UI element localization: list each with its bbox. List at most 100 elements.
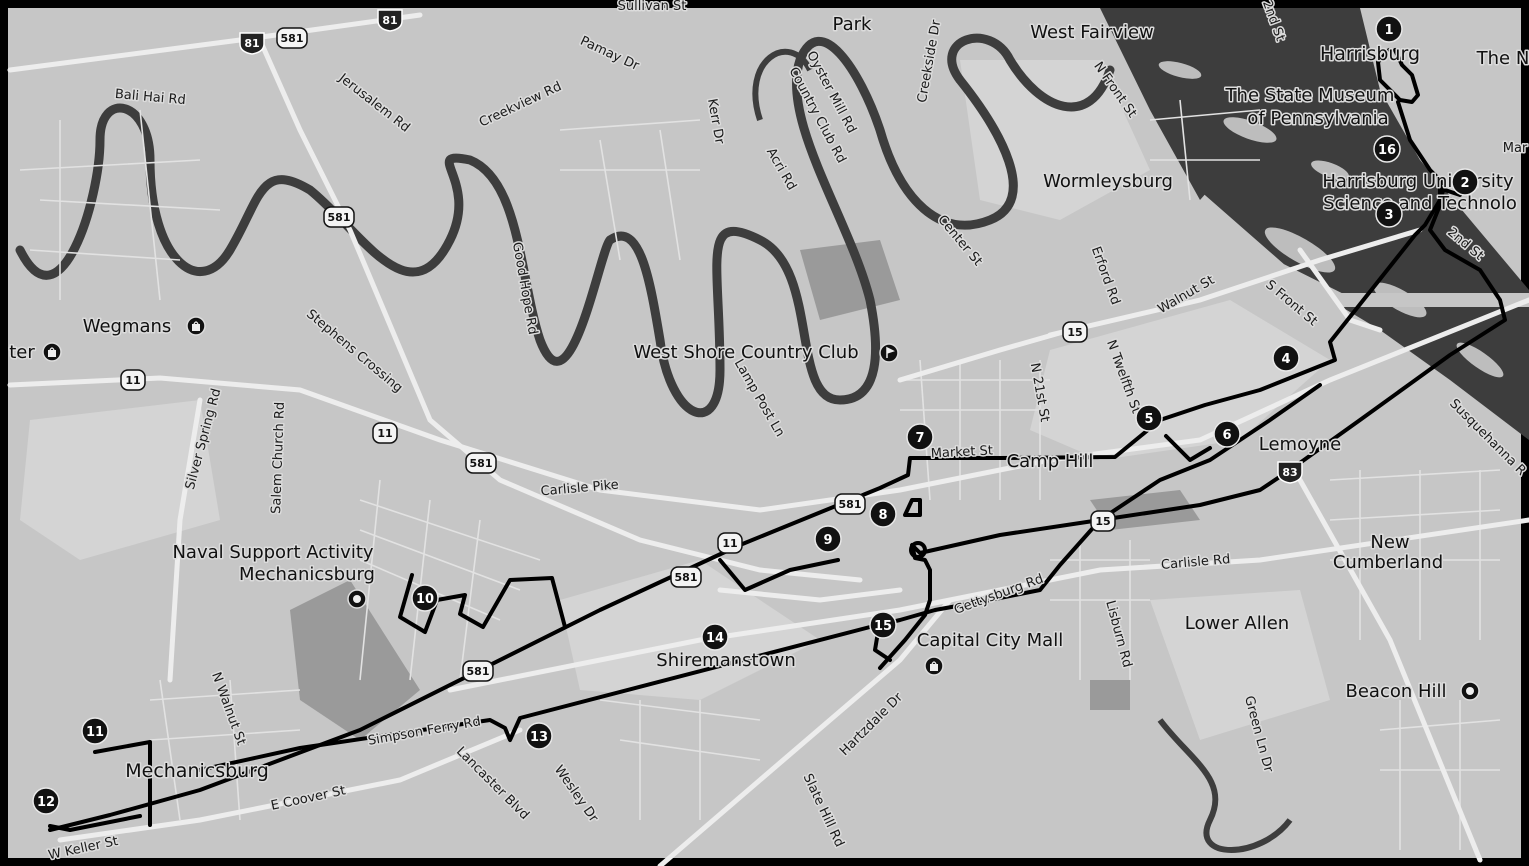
shield-number: 15 <box>1095 515 1110 528</box>
route-stop-marker-14[interactable]: 14 <box>701 623 729 651</box>
shield-number: 581 <box>281 32 304 45</box>
shield-number: 11 <box>125 374 140 387</box>
route-stop-marker-2[interactable]: 2 <box>1451 168 1479 196</box>
shield-number: 11 <box>722 537 737 550</box>
shopping-bag-icon[interactable] <box>42 342 62 362</box>
landmark-icon[interactable] <box>1460 681 1480 701</box>
place-label-new-cumberland-1: New <box>1370 532 1409 553</box>
stop-number: 15 <box>874 619 892 634</box>
shield-number: 81 <box>244 37 259 50</box>
place-label-state-museum-2: of Pennsylvania <box>1247 108 1388 129</box>
road-label-salem-church: Salem Church Rd <box>269 402 288 515</box>
route-stop-marker-16[interactable]: 16 <box>1373 135 1401 163</box>
stop-number: 6 <box>1222 428 1231 443</box>
route-stop-marker-13[interactable]: 13 <box>525 722 553 750</box>
place-label-west-fairview: West Fairview <box>1030 22 1154 43</box>
shield-number: 581 <box>675 571 698 584</box>
place-label-park: Park <box>833 14 872 35</box>
place-label-capital-city-mall: Capital City Mall <box>917 630 1063 651</box>
route-stop-marker-3[interactable]: 3 <box>1375 200 1403 228</box>
us-route-shield-icon-s581a: 581 <box>276 27 308 49</box>
shield-number: 581 <box>470 457 493 470</box>
stop-number: 7 <box>915 431 924 446</box>
major-roads <box>7 12 1529 866</box>
stop-number: 2 <box>1460 176 1469 191</box>
us-route-shield-icon-s581c: 581 <box>465 452 497 474</box>
us-route-shield-icon-s15b: 15 <box>1090 510 1116 532</box>
place-label-west-shore-cc: West Shore Country Club <box>633 342 858 363</box>
poi-markers <box>42 316 1480 701</box>
creek-lower <box>1157 718 1293 853</box>
us-route-shield-icon-s11a: 11 <box>120 369 146 391</box>
stop-number: 9 <box>823 533 832 548</box>
route-stop-marker-10[interactable]: 10 <box>411 584 439 612</box>
route-stop-marker-11[interactable]: 11 <box>81 717 109 745</box>
route-stop-marker-8[interactable]: 8 <box>869 500 897 528</box>
interstate-shield-icon-s81b: 81 <box>239 32 265 55</box>
us-route-shield-icon-s581b: 581 <box>323 206 355 228</box>
place-label-ter: ter <box>9 342 35 363</box>
stop-number: 8 <box>878 508 887 523</box>
route-stop-marker-6[interactable]: 6 <box>1213 420 1241 448</box>
stop-number: 10 <box>416 592 434 607</box>
place-label-shiremanstown: Shiremanstown <box>656 650 795 671</box>
us-route-shield-icon-s581e: 581 <box>670 566 702 588</box>
us-route-shield-icon-s581f: 581 <box>462 660 494 682</box>
shopping-bag-icon[interactable] <box>186 316 206 336</box>
river-bank <box>1195 194 1529 307</box>
shield-number: 581 <box>328 211 351 224</box>
place-label-harrisburg: Harrisburg <box>1320 43 1420 65</box>
road-label-market: Market St <box>930 443 993 461</box>
stop-number: 11 <box>86 725 104 740</box>
shield-number: 15 <box>1067 326 1082 339</box>
place-label-state-museum-1: The State Museum <box>1225 85 1395 106</box>
us-route-shield-icon-s15: 15 <box>1062 321 1088 343</box>
interstate-shield-icon-s81a: 81 <box>377 9 403 32</box>
landmark-icon[interactable] <box>347 589 367 609</box>
place-label-the-n: The N <box>1476 48 1529 69</box>
interstate-shield-icon-s83: 83 <box>1277 461 1303 484</box>
route-stop-marker-5[interactable]: 5 <box>1135 404 1163 432</box>
shield-number: 581 <box>467 665 490 678</box>
dark-patches <box>290 240 1200 740</box>
stop-number: 1 <box>1384 23 1393 38</box>
route-stop-marker-7[interactable]: 7 <box>906 423 934 451</box>
stop-number: 13 <box>530 730 548 745</box>
place-label-camp-hill: Camp Hill <box>1007 451 1094 472</box>
road-label-sullivan: Sullivan St <box>618 0 687 14</box>
place-label-naval-2: Mechanicsburg <box>239 564 375 585</box>
stop-number: 4 <box>1281 352 1290 367</box>
susquehanna-river <box>1100 8 1529 440</box>
us-route-shield-icon-s11c: 11 <box>717 532 743 554</box>
route-stop-marker-4[interactable]: 4 <box>1272 344 1300 372</box>
minor-streets <box>19 99 1501 850</box>
stop-number: 14 <box>706 631 724 646</box>
stop-number: 5 <box>1144 412 1153 427</box>
place-label-hu-2: Science and Technolo <box>1323 193 1517 214</box>
stop-number: 16 <box>1378 143 1396 158</box>
place-label-beacon-hill: Beacon Hill <box>1345 681 1446 702</box>
place-label-naval-1: Naval Support Activity <box>172 542 373 563</box>
place-label-mechanicsburg: Mechanicsburg <box>125 760 269 782</box>
route-stop-marker-12[interactable]: 12 <box>32 787 60 815</box>
shield-number: 83 <box>1282 466 1297 479</box>
us-route-shield-icon-s581d: 581 <box>834 493 866 515</box>
shield-number: 581 <box>839 498 862 511</box>
place-label-wegmans: Wegmans <box>83 316 172 337</box>
stop-number: 3 <box>1384 208 1393 223</box>
shopping-bag-icon[interactable] <box>924 656 944 676</box>
creek-branch <box>752 48 813 121</box>
place-label-lower-allen: Lower Allen <box>1185 613 1289 634</box>
shield-number: 81 <box>382 14 397 27</box>
route-stop-marker-15[interactable]: 15 <box>869 611 897 639</box>
us-route-shield-icon-s11b: 11 <box>372 422 398 444</box>
place-label-lemoyne: Lemoyne <box>1259 434 1341 455</box>
golf-icon[interactable] <box>879 343 899 363</box>
route-stop-marker-9[interactable]: 9 <box>814 525 842 553</box>
place-label-wormleysburg: Wormleysburg <box>1043 171 1173 192</box>
road-label-mar: Mar <box>1503 141 1528 156</box>
route-stop-marker-1[interactable]: 1 <box>1375 15 1403 43</box>
